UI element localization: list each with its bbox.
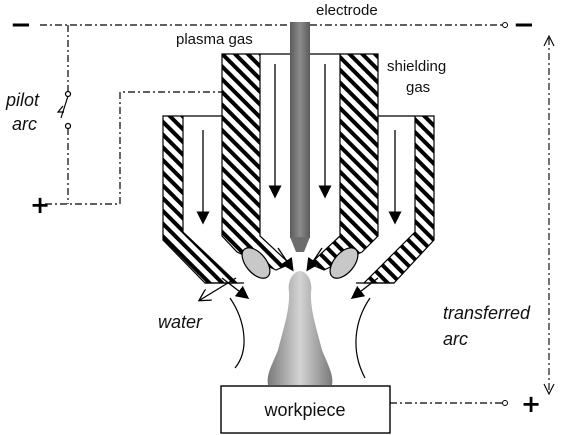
minus-sign-top-right: − xyxy=(513,10,535,40)
shield-exit-arrow-left xyxy=(221,277,250,299)
plus-sign-bottom-right: + xyxy=(521,390,541,418)
plasma-gas-label: plasma gas xyxy=(176,31,253,48)
water-channel-left xyxy=(241,247,271,279)
pilot-arc-label-line1: pilot xyxy=(5,90,40,110)
electrode-label: electrode xyxy=(316,2,378,19)
shield-gas-envelope xyxy=(229,297,371,379)
electrode-rod xyxy=(290,22,310,238)
inner-nozzle-left-wall xyxy=(221,53,292,271)
minus-sign-top-left: − xyxy=(10,10,32,40)
shielding-gas-label-line1: shielding xyxy=(387,58,446,75)
pilot-wire-to-nozzle xyxy=(119,91,222,204)
gas-arrow-center-right xyxy=(306,247,323,272)
water-label: water xyxy=(158,312,203,332)
water-channel-right xyxy=(329,247,359,279)
workpiece-label: workpiece xyxy=(263,400,345,420)
gas-arrow-center-left xyxy=(277,247,294,272)
water-pointer-arrow xyxy=(200,277,237,300)
terminal-bottom-right xyxy=(502,400,508,406)
pilot-arc-switch xyxy=(56,90,72,130)
pilot-arc-label-line2: arc xyxy=(12,114,37,134)
electrode-tip xyxy=(290,237,310,252)
circuit-wires xyxy=(40,24,504,404)
plus-sign-pilot: + xyxy=(30,191,50,219)
workpiece-block xyxy=(220,385,391,434)
arc-plume xyxy=(267,271,333,385)
flow-arrows xyxy=(196,64,402,300)
shielding-gas-label-line2: gas xyxy=(406,79,430,96)
inner-nozzle-right-wall xyxy=(308,53,379,271)
terminal-top-right xyxy=(502,22,508,28)
transferred-arc-label-line1: transferred xyxy=(443,303,531,323)
transferred-arc-dimension xyxy=(543,34,555,396)
transferred-arc-label-line2: arc xyxy=(443,329,468,349)
shield-exit-arrow-right xyxy=(350,277,379,299)
